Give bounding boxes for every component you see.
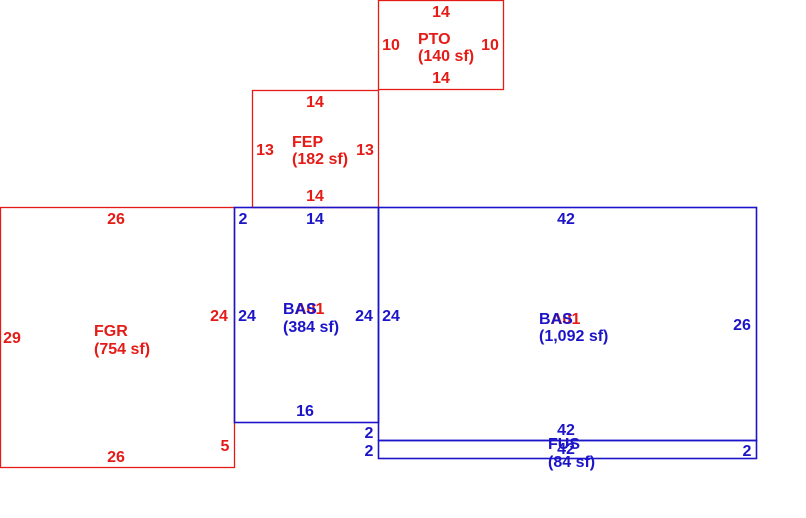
fgr-dim-bottom: 26 [107, 449, 125, 466]
bas-right-dim-left: 24 [382, 308, 400, 325]
bas-right-code: A01 [551, 311, 580, 328]
fep-name: FEP [292, 134, 323, 151]
bas-left-code: A01 [295, 301, 324, 318]
fgr-dim-right-lower: 5 [221, 438, 230, 455]
pto-dim-bottom: 14 [432, 70, 450, 87]
fgr-dim-left: 29 [3, 330, 21, 347]
fgr-name: FGR [94, 323, 128, 340]
fgr-area: (754 sf) [94, 341, 150, 358]
fus-dim-left-lower: 2 [365, 443, 374, 460]
bas-left-dim-left: 24 [238, 308, 256, 325]
fgr-dim-right: 24 [210, 308, 228, 325]
bas-right-dim-bottom: 42 [557, 422, 575, 439]
fus-area: (84 sf) [548, 454, 595, 471]
bas-right-dim-right: 26 [733, 317, 751, 334]
pto-outline [377, 0, 505, 91]
bas-left-dim-right: 24 [355, 308, 373, 325]
fgr-dim-top: 26 [107, 211, 125, 228]
fep-area: (182 sf) [292, 151, 348, 168]
bas-left-dim-bottom: 16 [296, 403, 314, 420]
bas-left-dim-corner: 2 [239, 211, 248, 228]
pto-name: PTO [418, 31, 451, 48]
fep-dim-right: 13 [356, 142, 374, 159]
fus-name: FUS [548, 436, 580, 453]
fus-dim-left-upper: 2 [365, 425, 374, 442]
bas-right-area: (1,092 sf) [539, 328, 608, 345]
fep-dim-left: 13 [256, 142, 274, 159]
pto-dim-left: 10 [382, 37, 400, 54]
pto-dim-right: 10 [481, 37, 499, 54]
bas-left-name: BAS [283, 301, 317, 318]
bas-right-dim-top: 42 [557, 211, 575, 228]
fep-dim-bottom: 14 [306, 188, 324, 205]
fep-dim-top: 14 [306, 94, 324, 111]
bas-left-area: (384 sf) [283, 319, 339, 336]
fus-outline [377, 439, 758, 460]
pto-area: (140 sf) [418, 48, 474, 65]
bas-right-name: BAS [539, 311, 573, 328]
fus-dim-right: 2 [743, 443, 752, 460]
fus-dim-top: 42 [557, 441, 575, 458]
bas-left-dim-top: 14 [306, 211, 324, 228]
pto-dim-top: 14 [432, 4, 450, 21]
